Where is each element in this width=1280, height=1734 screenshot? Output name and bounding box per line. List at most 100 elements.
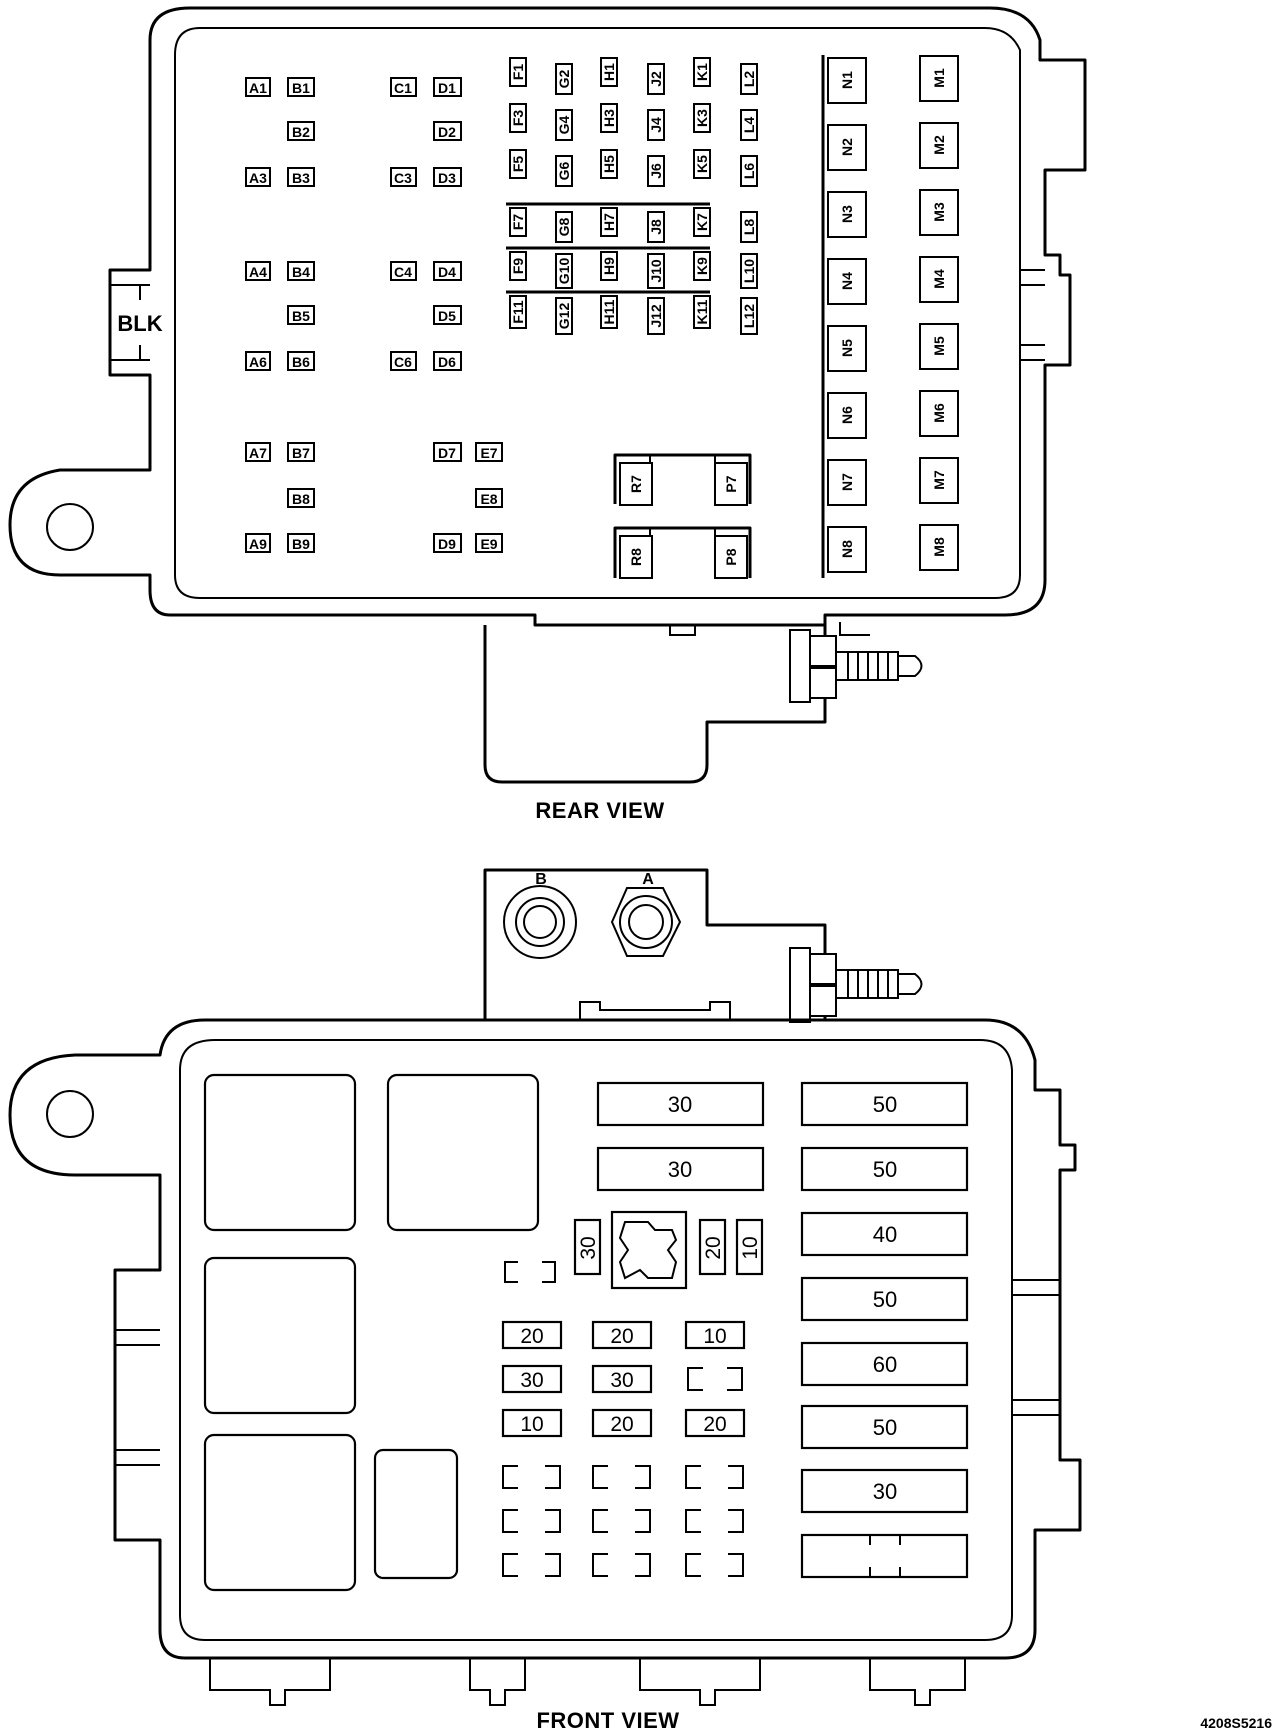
vcell-label: F11 xyxy=(510,300,526,324)
vcell-label: K11 xyxy=(694,299,710,324)
rear-vcell-L10: L10 xyxy=(740,253,758,289)
fuse-rating: 10 xyxy=(703,1325,726,1348)
fuse-rating: 20 xyxy=(610,1413,633,1436)
rear-vcell-G12: G12 xyxy=(555,297,573,335)
rear-vcell-J2: J2 xyxy=(647,63,665,95)
n-cell-label: N6 xyxy=(839,406,855,424)
cell-label: B5 xyxy=(292,308,310,324)
cell-label: B8 xyxy=(292,491,310,507)
cell-label: C1 xyxy=(394,80,412,96)
cell-label: D1 xyxy=(438,80,456,96)
front-mounting-hole xyxy=(46,1090,94,1138)
rear-bottom-notch xyxy=(669,625,696,636)
fuse-rating: 30 xyxy=(873,1479,897,1504)
fuse-rating: 30 xyxy=(610,1369,633,1392)
rear-cell-C6: C6 xyxy=(390,351,417,371)
empty-fuse-slot xyxy=(504,1261,556,1283)
mini-fuse-r1-c1: 20 xyxy=(501,1320,563,1350)
fuse-rating: 30 xyxy=(668,1092,692,1117)
rear-m-cell-M7: M7 xyxy=(919,457,959,504)
rear-vcell-H11: H11 xyxy=(600,295,618,329)
vcell-label: K7 xyxy=(694,213,710,231)
rear-cell-C4: C4 xyxy=(390,261,417,281)
n-cell-label: N7 xyxy=(839,473,855,491)
rear-cell-D3: D3 xyxy=(433,167,462,187)
n-cell-label: N3 xyxy=(839,205,855,223)
rear-vcell-F3: F3 xyxy=(509,103,527,133)
cell-label: E9 xyxy=(480,536,497,552)
front-view-label: FRONT VIEW xyxy=(536,1708,679,1733)
cell-label: C4 xyxy=(394,264,412,280)
rear-vcell-G6: G6 xyxy=(555,155,573,187)
cell-label: A3 xyxy=(249,170,267,186)
rear-vcell-L2: L2 xyxy=(740,63,758,95)
fuse-rating: 40 xyxy=(873,1222,897,1247)
stud-a-label: A xyxy=(642,871,654,888)
rear-vcell-G8: G8 xyxy=(555,211,573,243)
rear-bus-bars xyxy=(506,202,710,294)
rear-vcell-K9: K9 xyxy=(693,251,711,281)
cell-label: E7 xyxy=(480,445,497,461)
m-cell-label: M8 xyxy=(931,537,947,557)
rear-relay-pin-R7: R7 xyxy=(619,462,653,506)
cell-label: C3 xyxy=(394,170,412,186)
cell-label: B4 xyxy=(292,264,310,280)
vcell-label: H7 xyxy=(601,213,617,231)
m-cell-label: M6 xyxy=(931,403,947,423)
cell-label: D7 xyxy=(438,445,456,461)
relay-2 xyxy=(386,1073,540,1232)
rear-m-cell-M2: M2 xyxy=(919,122,959,169)
maxi-fuse-mid-1: 30 xyxy=(596,1081,765,1127)
rear-vcell-G2: G2 xyxy=(555,63,573,95)
vertical-fuse-30: 30 xyxy=(573,1218,602,1276)
rear-vcell-G4: G4 xyxy=(555,109,573,141)
rear-cell-A9: A9 xyxy=(245,533,271,553)
rear-n-cell-N4: N4 xyxy=(827,258,867,305)
cell-label: C6 xyxy=(394,354,412,370)
fuse-rating: 30 xyxy=(577,1236,600,1259)
rear-relay-pin-P8: P8 xyxy=(714,535,748,579)
rear-vcell-L4: L4 xyxy=(740,109,758,141)
cell-label: A6 xyxy=(249,354,267,370)
relay-pin-label: R8 xyxy=(628,548,644,566)
rear-vcell-K7: K7 xyxy=(693,207,711,237)
empty-mini-slots xyxy=(502,1465,744,1577)
rear-relay-pin-P7: P7 xyxy=(714,462,748,506)
vcell-label: K3 xyxy=(694,109,710,127)
maxi-fuse-mid-2: 30 xyxy=(596,1146,765,1192)
rear-cell-D9: D9 xyxy=(433,533,462,553)
rear-vcell-J10: J10 xyxy=(647,253,665,289)
rear-right-tabs xyxy=(1020,269,1045,361)
rear-vcell-F9: F9 xyxy=(509,251,527,281)
vcell-label: H9 xyxy=(601,257,617,275)
rear-vcell-F11: F11 xyxy=(509,295,527,329)
fuse-rating: 30 xyxy=(520,1369,543,1392)
rear-cell-A1: A1 xyxy=(245,77,271,97)
rear-n-cell-N1: N1 xyxy=(827,57,867,104)
stud-b xyxy=(503,885,577,959)
vcell-label: G12 xyxy=(556,303,572,330)
rear-vcell-G10: G10 xyxy=(555,253,573,289)
rear-cell-B4: B4 xyxy=(287,261,315,281)
rear-n-cell-N2: N2 xyxy=(827,124,867,171)
vcell-label: H11 xyxy=(601,299,617,324)
n-cell-label: N5 xyxy=(839,339,855,357)
m-cell-label: M1 xyxy=(931,68,947,88)
rear-cell-D5: D5 xyxy=(433,305,462,325)
maxi-fuse-right-2: 50 xyxy=(800,1146,969,1192)
rear-m-cell-M6: M6 xyxy=(919,390,959,437)
front-bottom-tabs xyxy=(209,1658,966,1706)
rear-n-cell-N7: N7 xyxy=(827,459,867,506)
vcell-label: G2 xyxy=(556,69,572,88)
fuse-rating: 20 xyxy=(702,1236,725,1259)
rear-vcell-J8: J8 xyxy=(647,211,665,243)
m-cell-label: M4 xyxy=(931,269,947,289)
relay-pin-label: R7 xyxy=(628,475,644,493)
vcell-label: J12 xyxy=(648,304,664,328)
rear-cell-E9: E9 xyxy=(475,533,503,553)
rear-vcell-F1: F1 xyxy=(509,57,527,87)
vcell-label: J8 xyxy=(648,219,664,235)
relay-5 xyxy=(373,1448,459,1580)
vcell-label: K5 xyxy=(694,155,710,173)
